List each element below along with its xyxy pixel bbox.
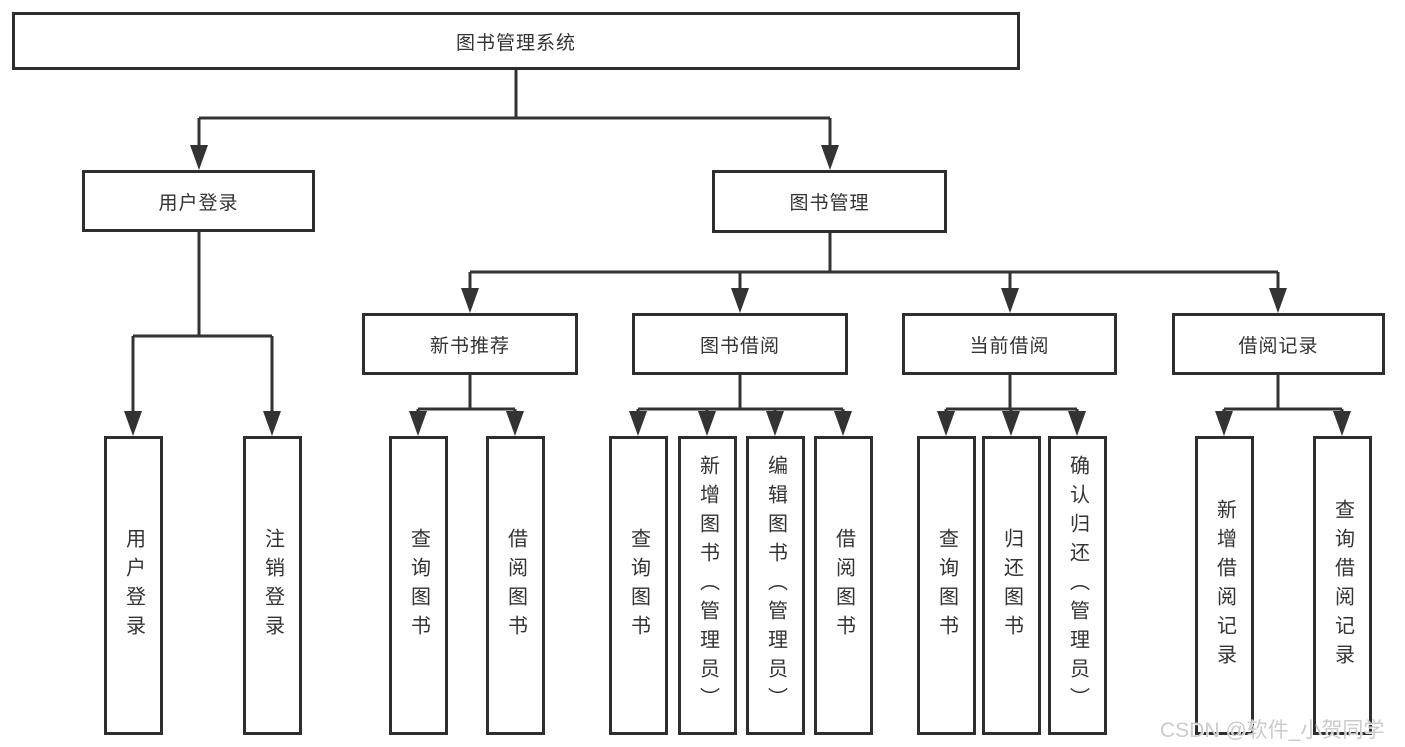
leaf-records-query-record-label: 查询借阅记录 — [1331, 498, 1354, 673]
node-book-management: 图书管理 — [712, 170, 947, 233]
leaf-records-add-record: 新增借阅记录 — [1195, 436, 1254, 735]
leaf-borrow-query-book-label: 查询图书 — [627, 527, 650, 644]
node-user-login: 用户登录 — [82, 170, 315, 232]
node-book-management-label: 图书管理 — [789, 193, 870, 214]
node-root-label: 图书管理系统 — [455, 32, 576, 54]
leaf-borrow-add-book-admin: 新增图书（管理员） — [678, 436, 737, 735]
node-new-book-recommend: 新书推荐 — [362, 313, 578, 375]
arrowheads — [124, 145, 1351, 436]
leaf-borrow-borrow-book: 借阅图书 — [814, 436, 873, 735]
leaf-rec-borrow-book-label: 借阅图书 — [504, 527, 527, 644]
leaf-user-login-label: 用户登录 — [122, 527, 145, 644]
leaf-records-query-record: 查询借阅记录 — [1313, 436, 1372, 735]
leaf-borrow-add-book-admin-label: 新增图书（管理员） — [696, 455, 719, 716]
node-current-borrow: 当前借阅 — [902, 313, 1117, 375]
node-new-book-recommend-label: 新书推荐 — [429, 335, 510, 357]
leaf-current-confirm-return-admin-label: 确认归还（管理员） — [1066, 455, 1089, 716]
leaf-user-login: 用户登录 — [104, 436, 163, 735]
node-borrow-records-label: 借阅记录 — [1238, 335, 1319, 357]
leaf-rec-borrow-book: 借阅图书 — [486, 436, 545, 735]
leaf-borrow-edit-book-admin: 编辑图书（管理员） — [746, 436, 805, 735]
leaf-current-return-book-label: 归还图书 — [1000, 527, 1023, 644]
csdn-watermark: CSDN @软件_小贺同学 — [1160, 719, 1385, 742]
leaf-rec-query-book-label: 查询图书 — [407, 527, 430, 644]
node-current-borrow-label: 当前借阅 — [969, 335, 1050, 357]
leaf-logout-label: 注销登录 — [261, 527, 284, 644]
node-borrow-records: 借阅记录 — [1172, 313, 1385, 375]
node-root: 图书管理系统 — [12, 12, 1020, 70]
leaf-current-confirm-return-admin: 确认归还（管理员） — [1048, 436, 1107, 735]
leaf-borrow-edit-book-admin-label: 编辑图书（管理员） — [764, 455, 787, 716]
leaf-borrow-borrow-book-label: 借阅图书 — [832, 527, 855, 644]
node-book-borrow: 图书借阅 — [632, 313, 848, 375]
leaf-borrow-query-book: 查询图书 — [609, 436, 668, 735]
leaf-logout: 注销登录 — [243, 436, 302, 735]
node-book-borrow-label: 图书借阅 — [699, 335, 780, 357]
leaf-current-query-book: 查询图书 — [917, 436, 976, 735]
leaf-records-add-record-label: 新增借阅记录 — [1213, 498, 1236, 673]
leaf-current-return-book: 归还图书 — [982, 436, 1041, 735]
leaf-rec-query-book: 查询图书 — [389, 436, 448, 735]
leaf-current-query-book-label: 查询图书 — [935, 527, 958, 644]
node-user-login-label: 用户登录 — [158, 192, 239, 214]
